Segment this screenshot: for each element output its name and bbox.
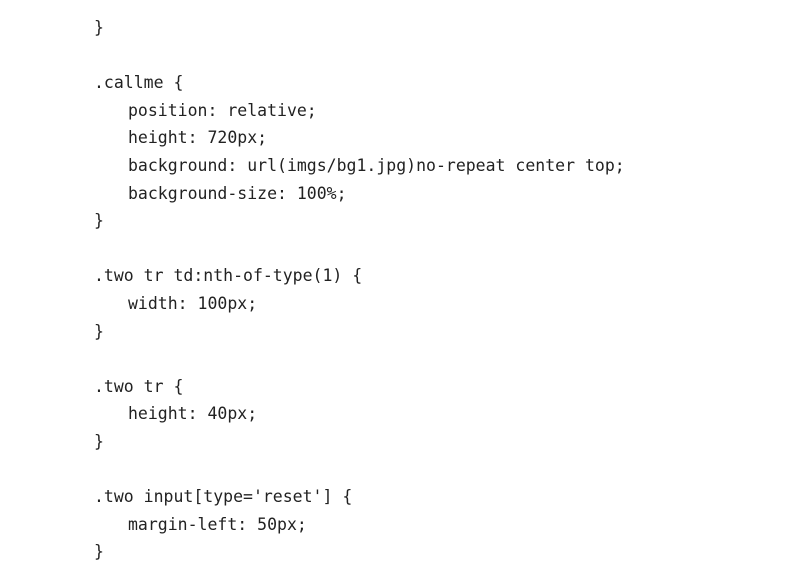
- code-line: height: 720px;: [128, 128, 268, 148]
- code-line: background: url(imgs/bg1.jpg)no-repeat c…: [128, 155, 625, 175]
- code-line: }: [94, 542, 104, 562]
- code-line: [94, 42, 625, 70]
- code-line: margin-left: 50px;: [128, 514, 307, 534]
- code-line: [94, 345, 625, 373]
- code-line: .two input[type='reset'] {: [94, 487, 353, 507]
- code-line: .two tr td:nth-of-type(1) {: [94, 266, 363, 286]
- code-line: }: [94, 211, 104, 231]
- code-line: }: [94, 18, 104, 37]
- code-line: width: 100px;: [128, 293, 258, 313]
- code-line: [94, 456, 625, 484]
- code-line: }: [94, 431, 104, 451]
- code-line: .callme {: [94, 73, 184, 93]
- code-block: } .callme { position: relative; height: …: [94, 14, 625, 566]
- code-line: height: 40px;: [128, 404, 258, 424]
- code-line: background-size: 100%;: [128, 183, 347, 203]
- code-line: [94, 235, 625, 263]
- code-line: position: relative;: [128, 100, 317, 120]
- code-line: }: [94, 321, 104, 341]
- code-line: .two tr {: [94, 376, 184, 396]
